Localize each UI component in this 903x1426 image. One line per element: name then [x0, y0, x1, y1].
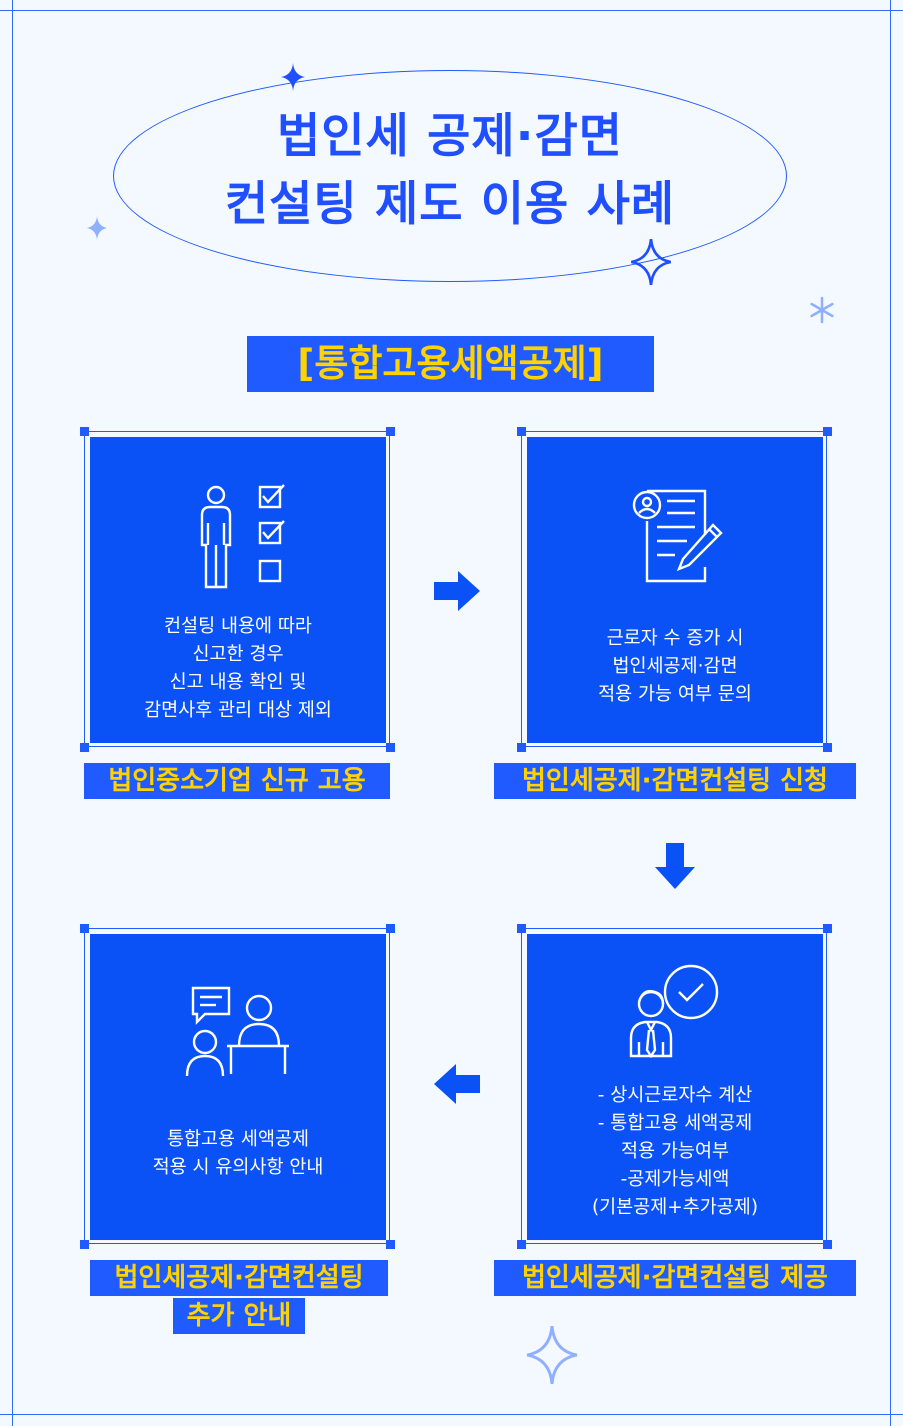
step-card-1: 컨설팅 내용에 따라 신고한 경우 신고 내용 확인 및 감면사후 관리 대상 … — [90, 437, 386, 743]
title-line-1: 법인세 공제·감면 — [277, 109, 623, 164]
step-caption-line-2: 추가 안내 — [173, 1298, 305, 1334]
step-caption: 법인중소기업 신규 고용 — [84, 763, 390, 799]
guide-line-top — [0, 10, 903, 11]
frame-handle — [80, 427, 89, 436]
frame-handle — [823, 743, 832, 752]
frame-handle — [386, 1240, 395, 1249]
guide-line-right — [890, 0, 891, 1426]
step-card-4: 통합고용 세액공제 적용 시 유의사항 안내 — [90, 934, 386, 1240]
frame-handle — [823, 427, 832, 436]
frame-handle — [517, 743, 526, 752]
step-card-2: 근로자 수 증가 시 법인세공제·감면 적용 가능 여부 문의 — [527, 437, 823, 743]
step-text: 근로자 수 증가 시 법인세공제·감면 적용 가능 여부 문의 — [598, 628, 752, 705]
consultant-check-icon — [527, 964, 823, 1064]
frame-handle — [80, 1240, 89, 1249]
step-card-3: - 상시근로자수 계산 - 통합고용 세액공제 적용 가능여부 -공제가능세액 … — [527, 934, 823, 1240]
page-title: 법인세 공제·감면 컨설팅 제도 이용 사례 — [113, 103, 787, 239]
step-card-frame — [84, 431, 390, 747]
frame-handle — [386, 743, 395, 752]
document-edit-icon — [527, 487, 823, 587]
sparkle-icon — [86, 216, 108, 240]
step-text: - 상시근로자수 계산 - 통합고용 세액공제 적용 가능여부 -공제가능세액 … — [591, 1085, 759, 1218]
frame-handle — [517, 924, 526, 933]
frame-handle — [80, 924, 89, 933]
sparkle-icon — [281, 63, 305, 91]
frame-handle — [80, 743, 89, 752]
step-caption: 법인세공제·감면컨설팅 신청 — [494, 763, 856, 799]
frame-handle — [823, 924, 832, 933]
asterisk-icon — [810, 296, 834, 324]
frame-handle — [386, 924, 395, 933]
sparkle-icon — [630, 239, 672, 285]
section-label: [통합고용세액공제] — [247, 336, 654, 392]
step-text: 통합고용 세액공제 적용 시 유의사항 안내 — [152, 1129, 324, 1178]
step-text: 컨설팅 내용에 따라 신고한 경우 신고 내용 확인 및 감면사후 관리 대상 … — [144, 616, 332, 721]
title-line-2: 컨설팅 제도 이용 사례 — [224, 177, 676, 232]
title-ellipse — [113, 70, 787, 282]
arrow-down-icon — [655, 843, 695, 889]
step-caption: 법인세공제·감면컨설팅 — [90, 1260, 388, 1296]
frame-handle — [823, 1240, 832, 1249]
step-card-frame — [521, 431, 827, 747]
frame-handle — [517, 427, 526, 436]
consultation-meeting-icon — [90, 984, 386, 1084]
guide-line-left — [12, 0, 13, 1426]
frame-handle — [517, 1240, 526, 1249]
sparkle-icon — [526, 1326, 578, 1384]
guide-line-bottom — [0, 1414, 903, 1415]
step-caption: 법인세공제·감면컨설팅 제공 — [494, 1260, 856, 1296]
frame-handle — [386, 427, 395, 436]
step-card-frame — [84, 928, 390, 1244]
arrow-right-icon — [434, 571, 480, 611]
step-card-frame — [521, 928, 827, 1244]
person-checklist-icon — [90, 483, 386, 593]
arrow-left-icon — [434, 1064, 480, 1104]
